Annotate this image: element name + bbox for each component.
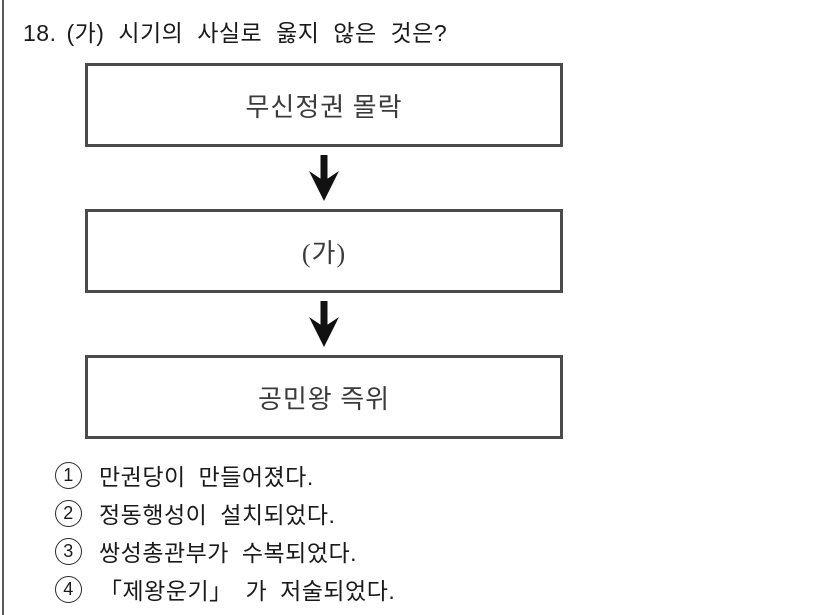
- option-2-marker: 2: [55, 499, 82, 527]
- option-2: 2 정동행성이 설치되었다.: [55, 494, 395, 532]
- option-1-marker: 1: [55, 461, 82, 489]
- option-3-text: 쌍성총관부가 수복되었다.: [99, 540, 358, 566]
- option-4: 4 「제왕운기」 가 저술되었다.: [55, 570, 395, 608]
- diagram-box-bottom: 공민왕 즉위: [85, 355, 563, 439]
- option-4-text: 「제왕운기」 가 저술되었다.: [99, 578, 396, 604]
- option-1: 1 만권당이 만들어졌다.: [55, 456, 395, 494]
- option-3-marker: 3: [55, 537, 82, 565]
- option-3: 3 쌍성총관부가 수복되었다.: [55, 532, 395, 570]
- question-text: (가) 시기의 사실로 옳지 않은 것은?: [66, 20, 448, 46]
- down-arrow-icon: [85, 293, 563, 355]
- option-1-text: 만권당이 만들어졌다.: [99, 464, 314, 490]
- diagram-box-middle: (가): [85, 209, 563, 293]
- diagram-box-top-label: 무신정권 몰락: [245, 92, 403, 122]
- down-arrow-icon: [85, 147, 563, 209]
- diagram-box-top: 무신정권 몰락: [85, 63, 563, 147]
- question-number: 18.: [23, 20, 57, 46]
- timeline-diagram: 무신정권 몰락 (가) 공민왕 즉위: [85, 63, 563, 439]
- answer-options: 1 만권당이 만들어졌다. 2 정동행성이 설치되었다. 3 쌍성총관부가 수복…: [55, 456, 395, 608]
- option-2-text: 정동행성이 설치되었다.: [99, 502, 336, 528]
- question-title: 18. (가) 시기의 사실로 옳지 않은 것은?: [23, 14, 447, 48]
- diagram-box-middle-label: (가): [301, 238, 347, 268]
- option-4-marker: 4: [55, 575, 82, 603]
- page-left-border: [2, 0, 4, 615]
- diagram-box-bottom-label: 공민왕 즉위: [257, 384, 391, 414]
